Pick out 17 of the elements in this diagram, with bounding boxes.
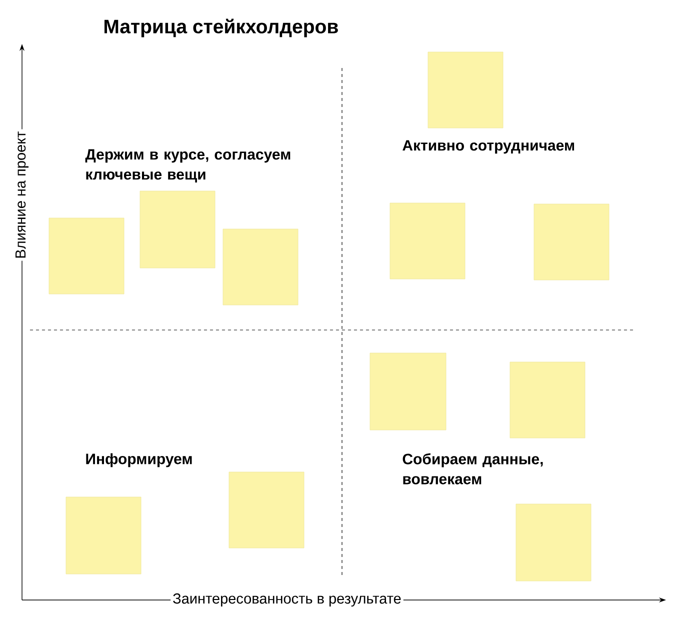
sticky-note bbox=[48, 218, 124, 294]
sticky-note bbox=[534, 204, 610, 280]
sticky-note bbox=[428, 52, 504, 128]
quadrant-label: Информируем bbox=[86, 453, 192, 468]
quadrant-label: Держим в курсе, согласуем ключевые вещи bbox=[85, 149, 290, 182]
title: Матрица стейкхолдеров bbox=[104, 18, 338, 38]
sticky-note bbox=[228, 472, 304, 548]
sticky-note bbox=[66, 496, 142, 574]
sticky-note bbox=[390, 202, 466, 280]
quadrant-label: Собираем данные, вовлекаем bbox=[402, 453, 543, 484]
axis-label: Влияние на проект bbox=[14, 129, 30, 261]
sticky-note bbox=[222, 228, 298, 306]
axis-label: Заинтересованность в результате bbox=[170, 591, 404, 609]
sticky-note bbox=[516, 504, 592, 582]
sticky-note bbox=[510, 362, 586, 438]
sticky-note bbox=[370, 352, 446, 430]
sticky-note bbox=[140, 190, 216, 268]
